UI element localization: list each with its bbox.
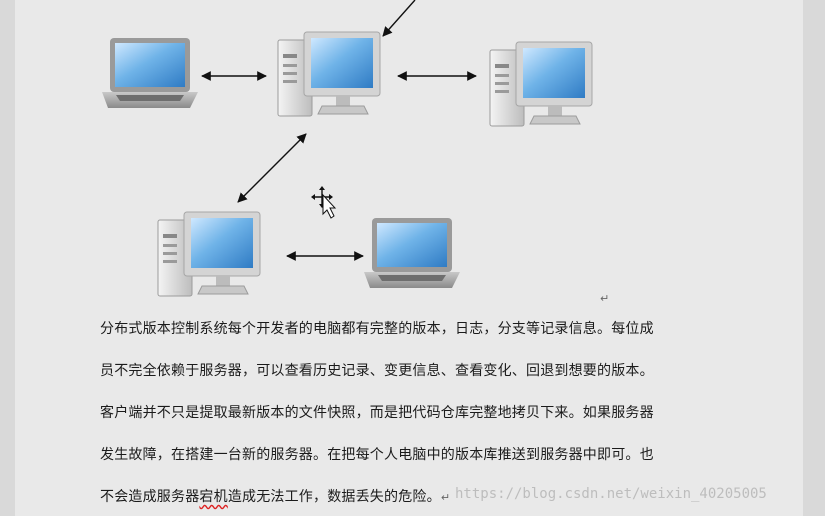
window-margin-right — [803, 0, 825, 516]
paragraph-mark: ↵ — [440, 491, 451, 504]
paragraph-line-1: 分布式版本控制系统每个开发者的电脑都有完整的版本，日志，分支等记录信息。每位成 — [100, 321, 654, 337]
line-text-after: 造成无法工作，数据丢失的危险。 — [227, 489, 441, 505]
desktop-computer-icon — [489, 41, 593, 127]
server-desktop-icon — [277, 31, 381, 117]
network-diagram — [102, 0, 593, 297]
laptop-icon — [102, 38, 198, 108]
line-text-before: 不会造成服务器 — [100, 489, 200, 505]
desktop-computer-icon — [157, 211, 261, 297]
paragraph-line-4: 发生故障，在搭建一台新的服务器。在把每个人电脑中的版本库推送到服务器中即可。也 — [100, 447, 654, 463]
watermark: https://blog.csdn.net/weixin_40205005 — [455, 486, 767, 502]
window-margin-left — [0, 0, 15, 516]
spellcheck-squiggle: 宕机 — [199, 489, 228, 505]
paragraph-mark: ↵ — [600, 292, 610, 305]
connection-arrow — [237, 133, 307, 203]
laptop-icon — [364, 218, 460, 288]
connection-arrow — [382, 0, 416, 37]
paragraph-line-3: 客户端并不只是提取最新版本的文件快照，而是把代码仓库完整地拷贝下来。如果服务器 — [100, 405, 654, 421]
paragraph-line-2: 员不完全依赖于服务器，可以查看历史记录、变更信息、查看变化、回退到想要的版本。 — [100, 363, 654, 379]
move-cursor-icon — [311, 186, 337, 219]
paragraph-line-5: 不会造成服务器宕机造成无法工作，数据丢失的危险。↵ — [100, 486, 450, 506]
